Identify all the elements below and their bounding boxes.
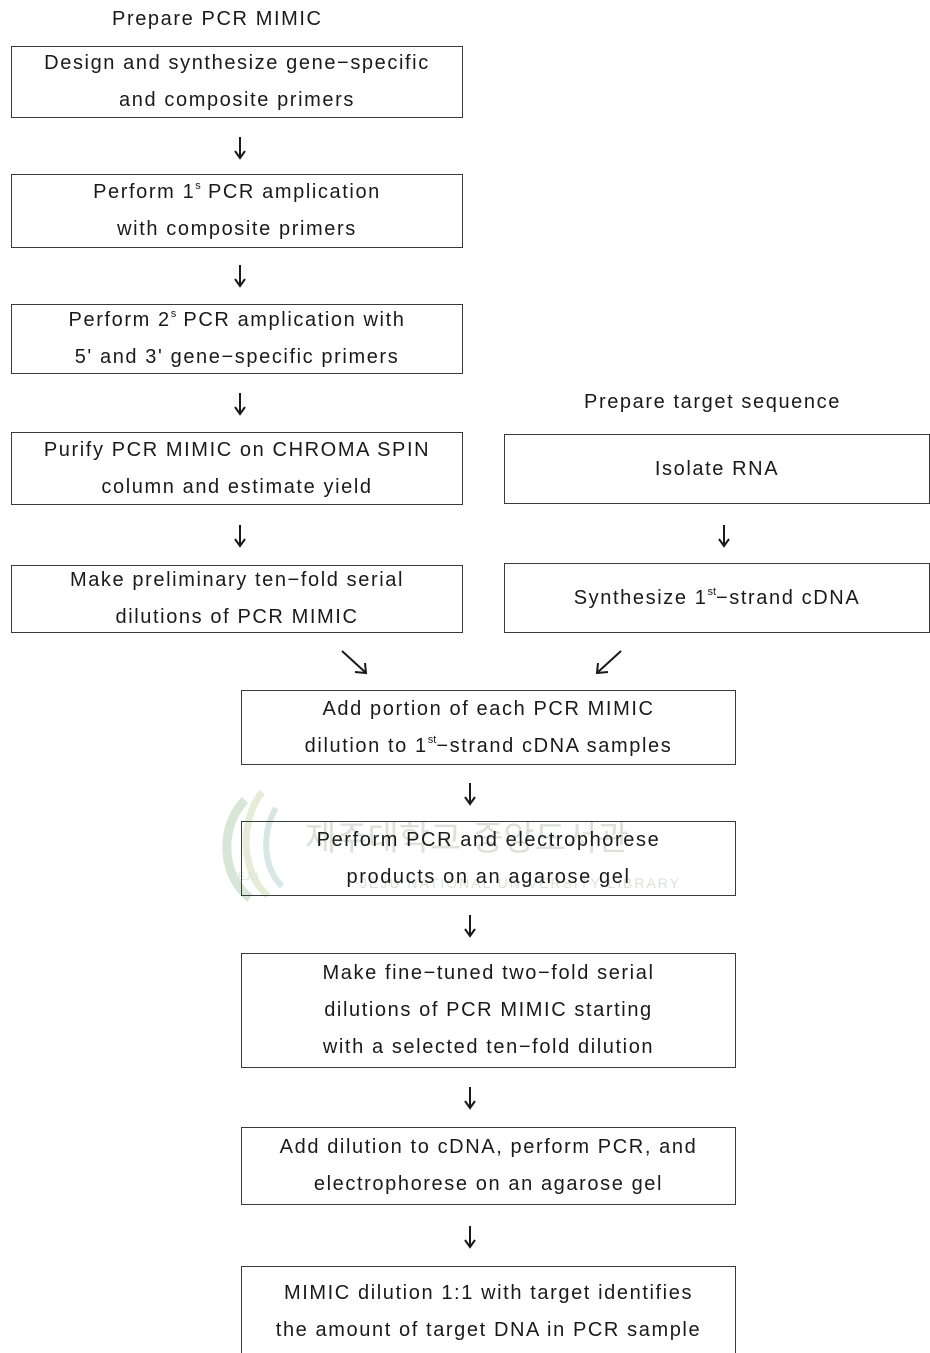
step-text: products on an agarose gel [346, 865, 631, 888]
step-text: and composite primers [119, 89, 355, 111]
step-text: Isolate RNA [654, 457, 780, 480]
step-second-pcr: Perform 2s PCR amplication with 5' and 3… [11, 304, 463, 374]
step-isolate-rna: Isolate RNA [504, 434, 930, 504]
step-text: Add portion of each PCR MIMIC [322, 697, 655, 720]
step-text: dilution to 1st−strand cDNA samples [304, 733, 673, 757]
step-add-dilution: Add dilution to cDNA, perform PCR, and e… [241, 1127, 736, 1205]
step-text: Perform 2s PCR amplication with [68, 308, 406, 332]
step-text: with a selected ten−fold dilution [322, 1036, 655, 1058]
step-final-result: MIMIC dilution 1:1 with target identifie… [241, 1266, 736, 1353]
step-perform-pcr: Perform PCR and electrophorese products … [241, 821, 736, 896]
step-first-pcr: Perform 1s PCR amplication with composit… [11, 174, 463, 248]
arrow-down-icon [230, 263, 250, 289]
step-preliminary-dilutions: Make preliminary ten−fold serial dilutio… [11, 565, 463, 633]
step-text: the amount of target DNA in PCR sample [275, 1318, 702, 1341]
step-text: Perform PCR and electrophorese [316, 828, 661, 851]
step-text: electrophorese on an agarose gel [313, 1173, 664, 1195]
step-text: dilutions of PCR MIMIC [115, 606, 359, 628]
step-text: Design and synthesize gene−specific [44, 52, 430, 74]
arrow-down-icon [460, 1224, 480, 1250]
step-text: Purify PCR MIMIC on CHROMA SPIN [43, 438, 431, 461]
step-text: MIMIC dilution 1:1 with target identifie… [283, 1281, 694, 1304]
arrow-down-icon [460, 781, 480, 807]
arrow-down-icon [460, 1085, 480, 1111]
step-text: Make preliminary ten−fold serial [69, 569, 405, 591]
arrow-down-icon [230, 523, 250, 549]
step-add-portion: Add portion of each PCR MIMIC dilution t… [241, 690, 736, 765]
step-text: Perform 1s PCR amplication [93, 180, 381, 204]
step-purify-mimic: Purify PCR MIMIC on CHROMA SPIN column a… [11, 432, 463, 505]
step-design-primers: Design and synthesize gene−specific and … [11, 46, 463, 118]
step-synthesize-cdna: Synthesize 1st−strand cDNA [504, 563, 930, 633]
arrow-diagonal-left-icon [595, 650, 622, 675]
arrow-down-icon [230, 391, 250, 417]
arrow-down-icon [460, 913, 480, 939]
step-text: Synthesize 1st−strand cDNA [573, 585, 861, 609]
step-text: column and estimate yield [101, 475, 373, 498]
step-text: Make fine−tuned two−fold serial [322, 962, 655, 984]
step-text: with composite primers [117, 218, 357, 240]
heading-prepare-mimic: Prepare PCR MIMIC [112, 8, 323, 30]
step-fine-tuned-dilutions: Make fine−tuned two−fold serial dilution… [241, 953, 736, 1068]
step-text: dilutions of PCR MIMIC starting [324, 999, 653, 1021]
arrow-down-icon [230, 135, 250, 161]
step-text: Add dilution to cDNA, perform PCR, and [279, 1136, 698, 1158]
heading-prepare-target: Prepare target sequence [584, 391, 841, 413]
arrow-down-icon [714, 523, 734, 549]
arrow-diagonal-right-icon [341, 650, 368, 675]
step-text: 5' and 3' gene−specific primers [74, 346, 400, 368]
